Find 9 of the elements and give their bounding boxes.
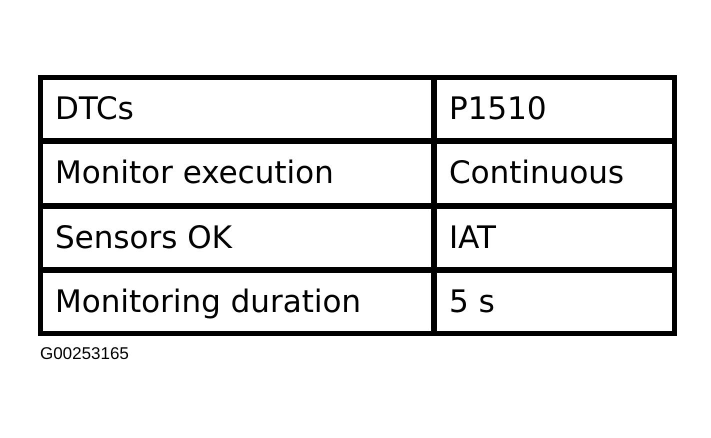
parameter-cell: Sensors OK: [42, 208, 432, 268]
value-cell: Continuous: [436, 143, 673, 204]
figure-code: G00253165: [40, 344, 129, 364]
value-cell: 5 s: [436, 272, 673, 332]
parameter-cell: Monitoring duration: [42, 272, 432, 332]
parameter-cell: Monitor execution: [42, 143, 432, 204]
value-cell: P1510: [436, 79, 673, 140]
parameter-cell: DTCs: [42, 79, 432, 140]
value-cell: IAT: [436, 208, 673, 268]
